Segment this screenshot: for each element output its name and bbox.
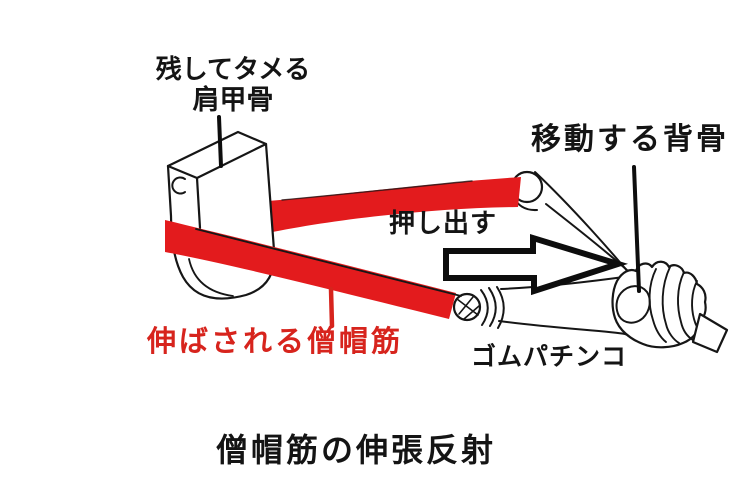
scapula-label-line1: 残してタメる: [155, 54, 311, 84]
lower-band-pencil-edge: [195, 228, 462, 297]
leader-line-trapezius: [328, 286, 335, 329]
scapula-label-line2: 肩甲骨: [192, 84, 274, 115]
push-label: 押し出す: [389, 208, 498, 238]
trapezius-upper-band: [268, 177, 521, 233]
diagram-title: 僧帽筋の伸張反射: [216, 432, 497, 468]
spine-label: 移動する背骨: [531, 123, 729, 156]
slingshot-handle-stub: [691, 312, 729, 354]
fist: [611, 260, 729, 354]
slingshot-lower-knob: [452, 286, 505, 329]
leader-line-scapula: [217, 115, 223, 168]
leader-line-spine: [632, 165, 641, 293]
trapezius-lower-band: [165, 220, 456, 319]
block-bottom-crease: [188, 258, 234, 297]
block-c-mark: [171, 176, 186, 195]
trapezius-label: 伸ばされる僧帽筋: [147, 326, 404, 358]
scapula-label: 残してタメる 肩甲骨: [118, 54, 348, 117]
upper-band-pencil-edge: [281, 180, 473, 201]
finger-curves: [648, 266, 704, 344]
slingshot-label: ゴムパチンコ: [471, 343, 628, 371]
push-arrow: [443, 233, 629, 296]
